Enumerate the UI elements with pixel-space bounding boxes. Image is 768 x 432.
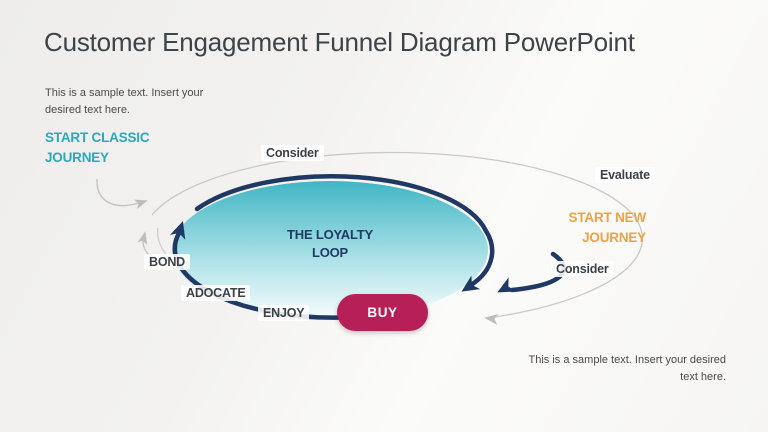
loop-arrow-left-icon (170, 221, 186, 240)
start-classic-journey-label: START CLASSIC JOURNEY (45, 128, 150, 167)
start-new-journey-label: START NEW JOURNEY (556, 208, 647, 247)
start-classic-arrow-icon (133, 199, 148, 210)
reentry-arrow-icon (137, 231, 147, 245)
start-new-line2: JOURNEY (582, 229, 646, 245)
start-new-line1: START NEW (568, 210, 647, 225)
consider-right-label: Consider (551, 261, 614, 277)
bond-label: BOND (144, 254, 191, 270)
start-classic-line1: START CLASSIC (45, 130, 150, 145)
slide-title: Customer Engagement Funnel Diagram Power… (44, 27, 635, 57)
loop-arrow-right-icon (461, 275, 481, 292)
loyalty-loop-title: THE LOYALTY LOOP (252, 226, 408, 261)
loyalty-loop-title-line1: THE LOYALTY (287, 227, 373, 242)
outer-journey-arrow-icon (484, 314, 499, 325)
start-classic-line2: JOURNEY (45, 149, 109, 165)
outer-journey-path (151, 151, 644, 319)
buy-button[interactable]: BUY (337, 294, 428, 331)
evaluate-label: Evaluate (595, 167, 655, 183)
enjoy-label: ENJOY (258, 305, 310, 321)
sample-text-top: This is a sample text. Insert your desir… (45, 87, 204, 117)
loop-arc-top-right (194, 174, 495, 288)
sample-text-bottom: This is a sample text. Insert your desir… (528, 354, 726, 384)
consider-top-label: Consider (261, 145, 324, 161)
new-journey-arrow-icon (497, 277, 517, 293)
loyalty-loop-ellipse (172, 181, 488, 319)
start-classic-arrow-path (96, 178, 140, 207)
loyalty-loop-title-line2: LOOP (311, 244, 349, 260)
advocate-label: ADOCATE (181, 285, 251, 301)
